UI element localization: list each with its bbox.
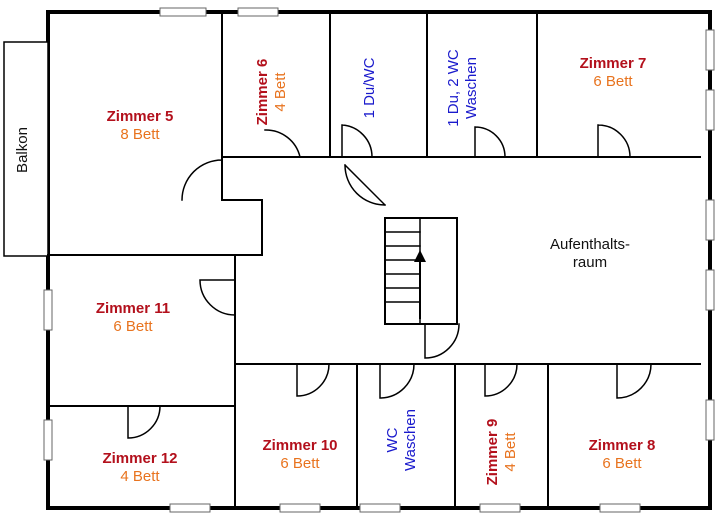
door: [296, 363, 330, 397]
room-beds: 6 Bett: [602, 455, 642, 472]
facility-label: Waschen: [463, 57, 480, 119]
room-beds: 8 Bett: [120, 126, 160, 143]
room-name: Zimmer 8: [588, 437, 656, 454]
room-zimmer-6: Zimmer 6 4 Bett: [254, 42, 298, 142]
staircase: [384, 217, 458, 325]
door: [199, 279, 236, 316]
facility-label: WC: [384, 427, 401, 453]
room-beds: 6 Bett: [280, 455, 320, 472]
room-label: Aufenthalts-: [549, 236, 631, 253]
room-zimmer-11: Zimmer 11 6 Bett: [83, 300, 183, 336]
room-name: Zimmer 11: [95, 300, 171, 317]
room-zimmer-9: Zimmer 9 4 Bett: [484, 397, 528, 507]
facility-wc-waschen: WC Waschen: [384, 390, 428, 490]
room-beds: 4 Bett: [272, 72, 289, 112]
window: [705, 199, 715, 241]
facility-label: 1 Du, 2 WC: [445, 49, 462, 127]
room-zimmer-12: Zimmer 12 4 Bett: [90, 450, 190, 486]
window: [237, 7, 279, 17]
door: [616, 363, 652, 399]
balcony-text: Balkon: [14, 127, 31, 173]
door: [341, 124, 373, 158]
window: [705, 29, 715, 71]
room-name: Zimmer 10: [262, 437, 338, 454]
window: [169, 503, 211, 513]
door: [264, 129, 301, 158]
room-label: raum: [572, 254, 608, 271]
facility-du-wc: 1 Du/WC: [361, 38, 383, 138]
facility-label: Waschen: [402, 409, 419, 471]
room-zimmer-7: Zimmer 7 6 Bett: [563, 55, 663, 91]
balcony-label: Balkon: [14, 105, 36, 195]
window: [479, 503, 521, 513]
window: [599, 503, 641, 513]
window: [705, 89, 715, 131]
window: [279, 503, 321, 513]
door: [343, 163, 387, 207]
room-name: Zimmer 6: [254, 58, 271, 126]
door: [181, 159, 223, 201]
room-name: Zimmer 5: [106, 108, 174, 125]
door: [127, 405, 161, 439]
door: [597, 124, 631, 158]
door: [424, 323, 460, 359]
facility-du-wc-waschen: 1 Du, 2 WC Waschen: [445, 33, 489, 143]
window: [159, 7, 207, 17]
window: [43, 419, 53, 461]
room-name: Zimmer 12: [102, 450, 178, 467]
common-aufenthaltsraum: Aufenthalts- raum: [530, 236, 650, 272]
room-zimmer-10: Zimmer 10 6 Bett: [245, 437, 355, 473]
window: [359, 503, 401, 513]
room-beds: 4 Bett: [120, 468, 160, 485]
window: [705, 399, 715, 441]
room-beds: 6 Bett: [113, 318, 153, 335]
window: [705, 269, 715, 311]
room-name: Zimmer 7: [579, 55, 647, 72]
room-beds: 6 Bett: [593, 73, 633, 90]
door: [379, 363, 415, 399]
balcony: [3, 41, 49, 257]
door: [484, 363, 518, 397]
facility-label: 1 Du/WC: [361, 57, 378, 119]
room-zimmer-8: Zimmer 8 6 Bett: [572, 437, 672, 473]
window: [43, 289, 53, 331]
room-zimmer-5: Zimmer 5 8 Bett: [90, 108, 190, 144]
door: [474, 126, 506, 158]
room-name: Zimmer 9: [484, 418, 501, 486]
room-beds: 4 Bett: [502, 432, 519, 472]
